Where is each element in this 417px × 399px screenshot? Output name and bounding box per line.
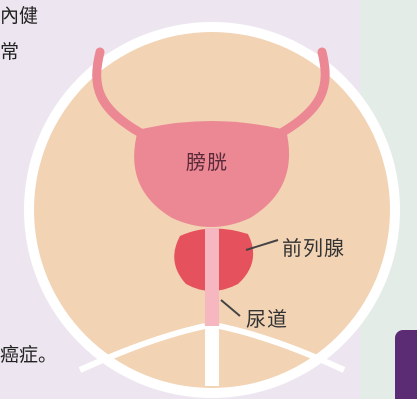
leg-gap bbox=[205, 326, 219, 386]
bladder-label: 膀胱 bbox=[186, 146, 228, 175]
urethra-shape bbox=[205, 228, 219, 326]
prostate-label: 前列腺 bbox=[282, 232, 345, 261]
urethra-label: 尿道 bbox=[246, 303, 288, 332]
